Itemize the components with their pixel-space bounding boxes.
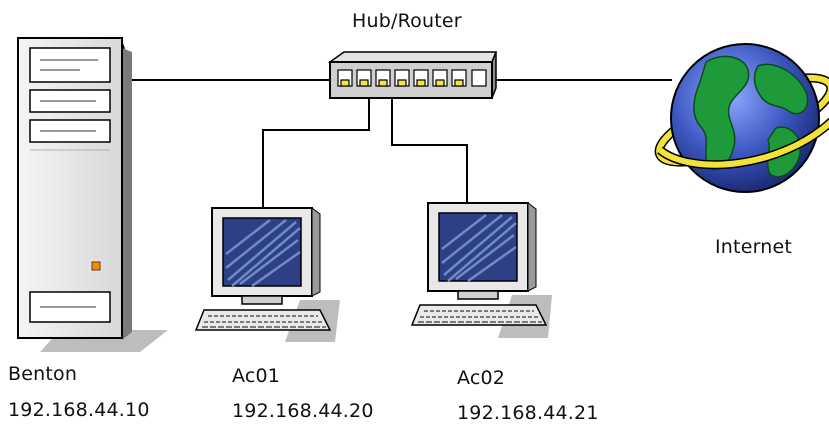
node-benton-ip: 192.168.44.10 — [8, 399, 150, 421]
node-ac01-ip: 192.168.44.20 — [232, 400, 374, 422]
node-ac01-name: Ac01 — [232, 365, 281, 387]
node-benton-name: Benton — [8, 363, 78, 385]
hub-router-icon — [327, 51, 498, 99]
cable-hub-to-ac01 — [262, 96, 370, 210]
hub-router-label: Hub/Router — [352, 10, 462, 32]
node-ac02-ip: 192.168.44.21 — [457, 402, 599, 424]
internet-globe-icon — [654, 43, 829, 193]
workstation-ac02-icon — [410, 202, 552, 338]
cables — [120, 79, 672, 210]
node-ac02-name: Ac02 — [457, 367, 506, 389]
hub-ports — [337, 69, 487, 87]
workstation-ac01-icon — [194, 207, 340, 342]
server-tower-icon — [16, 37, 168, 352]
cable-hub-to-ac02 — [391, 96, 468, 205]
internet-label: Internet — [715, 236, 793, 258]
